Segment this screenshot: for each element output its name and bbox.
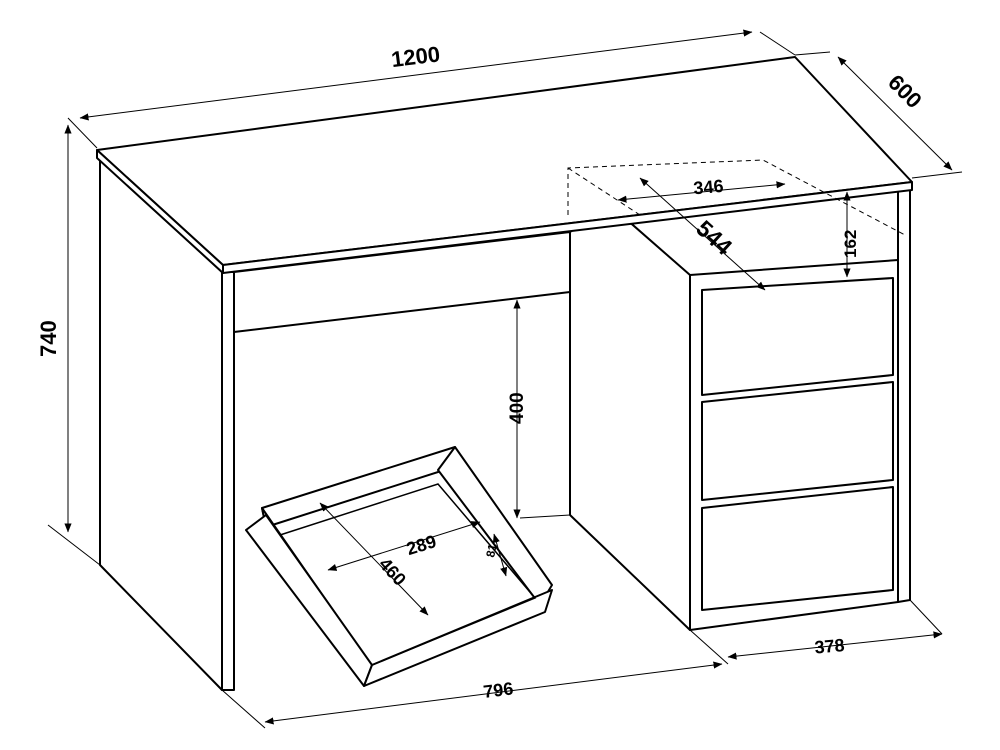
drawer-front-2 <box>701 381 894 501</box>
hidden-drawer-outline <box>567 159 906 236</box>
label-drawer-inner-width: 346 <box>693 176 725 199</box>
label-knee-width: 796 <box>482 678 514 702</box>
desk-top-left-edge <box>96 149 224 274</box>
dim-line-knee-width <box>264 661 723 725</box>
drawer-front-bottom <box>363 589 553 687</box>
dim-line-pedestal-width <box>727 631 943 660</box>
label-knee-height: 400 <box>507 392 528 424</box>
dim-line-small-drawer-depth <box>319 502 429 616</box>
extension-lines <box>47 31 963 729</box>
label-small-drawer-height: 81 <box>483 542 500 558</box>
label-width: 1200 <box>390 41 442 72</box>
drawer-front-panel <box>245 514 373 687</box>
dim-line-small-drawer-height <box>492 533 508 577</box>
dim-line-drawer-depth <box>639 177 766 291</box>
drawer-right-side <box>437 446 553 606</box>
drawer-front-3 <box>701 486 894 611</box>
label-depth: 600 <box>883 70 927 114</box>
left-leg-front <box>221 271 235 691</box>
label-drawer-depth: 544 <box>691 215 737 260</box>
label-small-drawer-width: 289 <box>404 531 439 559</box>
dimension-lines <box>64 29 953 725</box>
label-small-drawer-depth: 460 <box>375 554 410 590</box>
label-pedestal-width: 378 <box>814 635 846 658</box>
pedestal-side-panel <box>569 204 691 631</box>
drawer-front-1 <box>701 277 894 396</box>
label-top-opening-height: 162 <box>841 230 860 258</box>
dim-line-depth <box>837 56 953 171</box>
dim-line-width <box>79 29 753 121</box>
dim-line-small-drawer-width <box>327 521 481 571</box>
pedestal-right-side <box>897 189 911 603</box>
label-height: 740 <box>36 320 61 357</box>
